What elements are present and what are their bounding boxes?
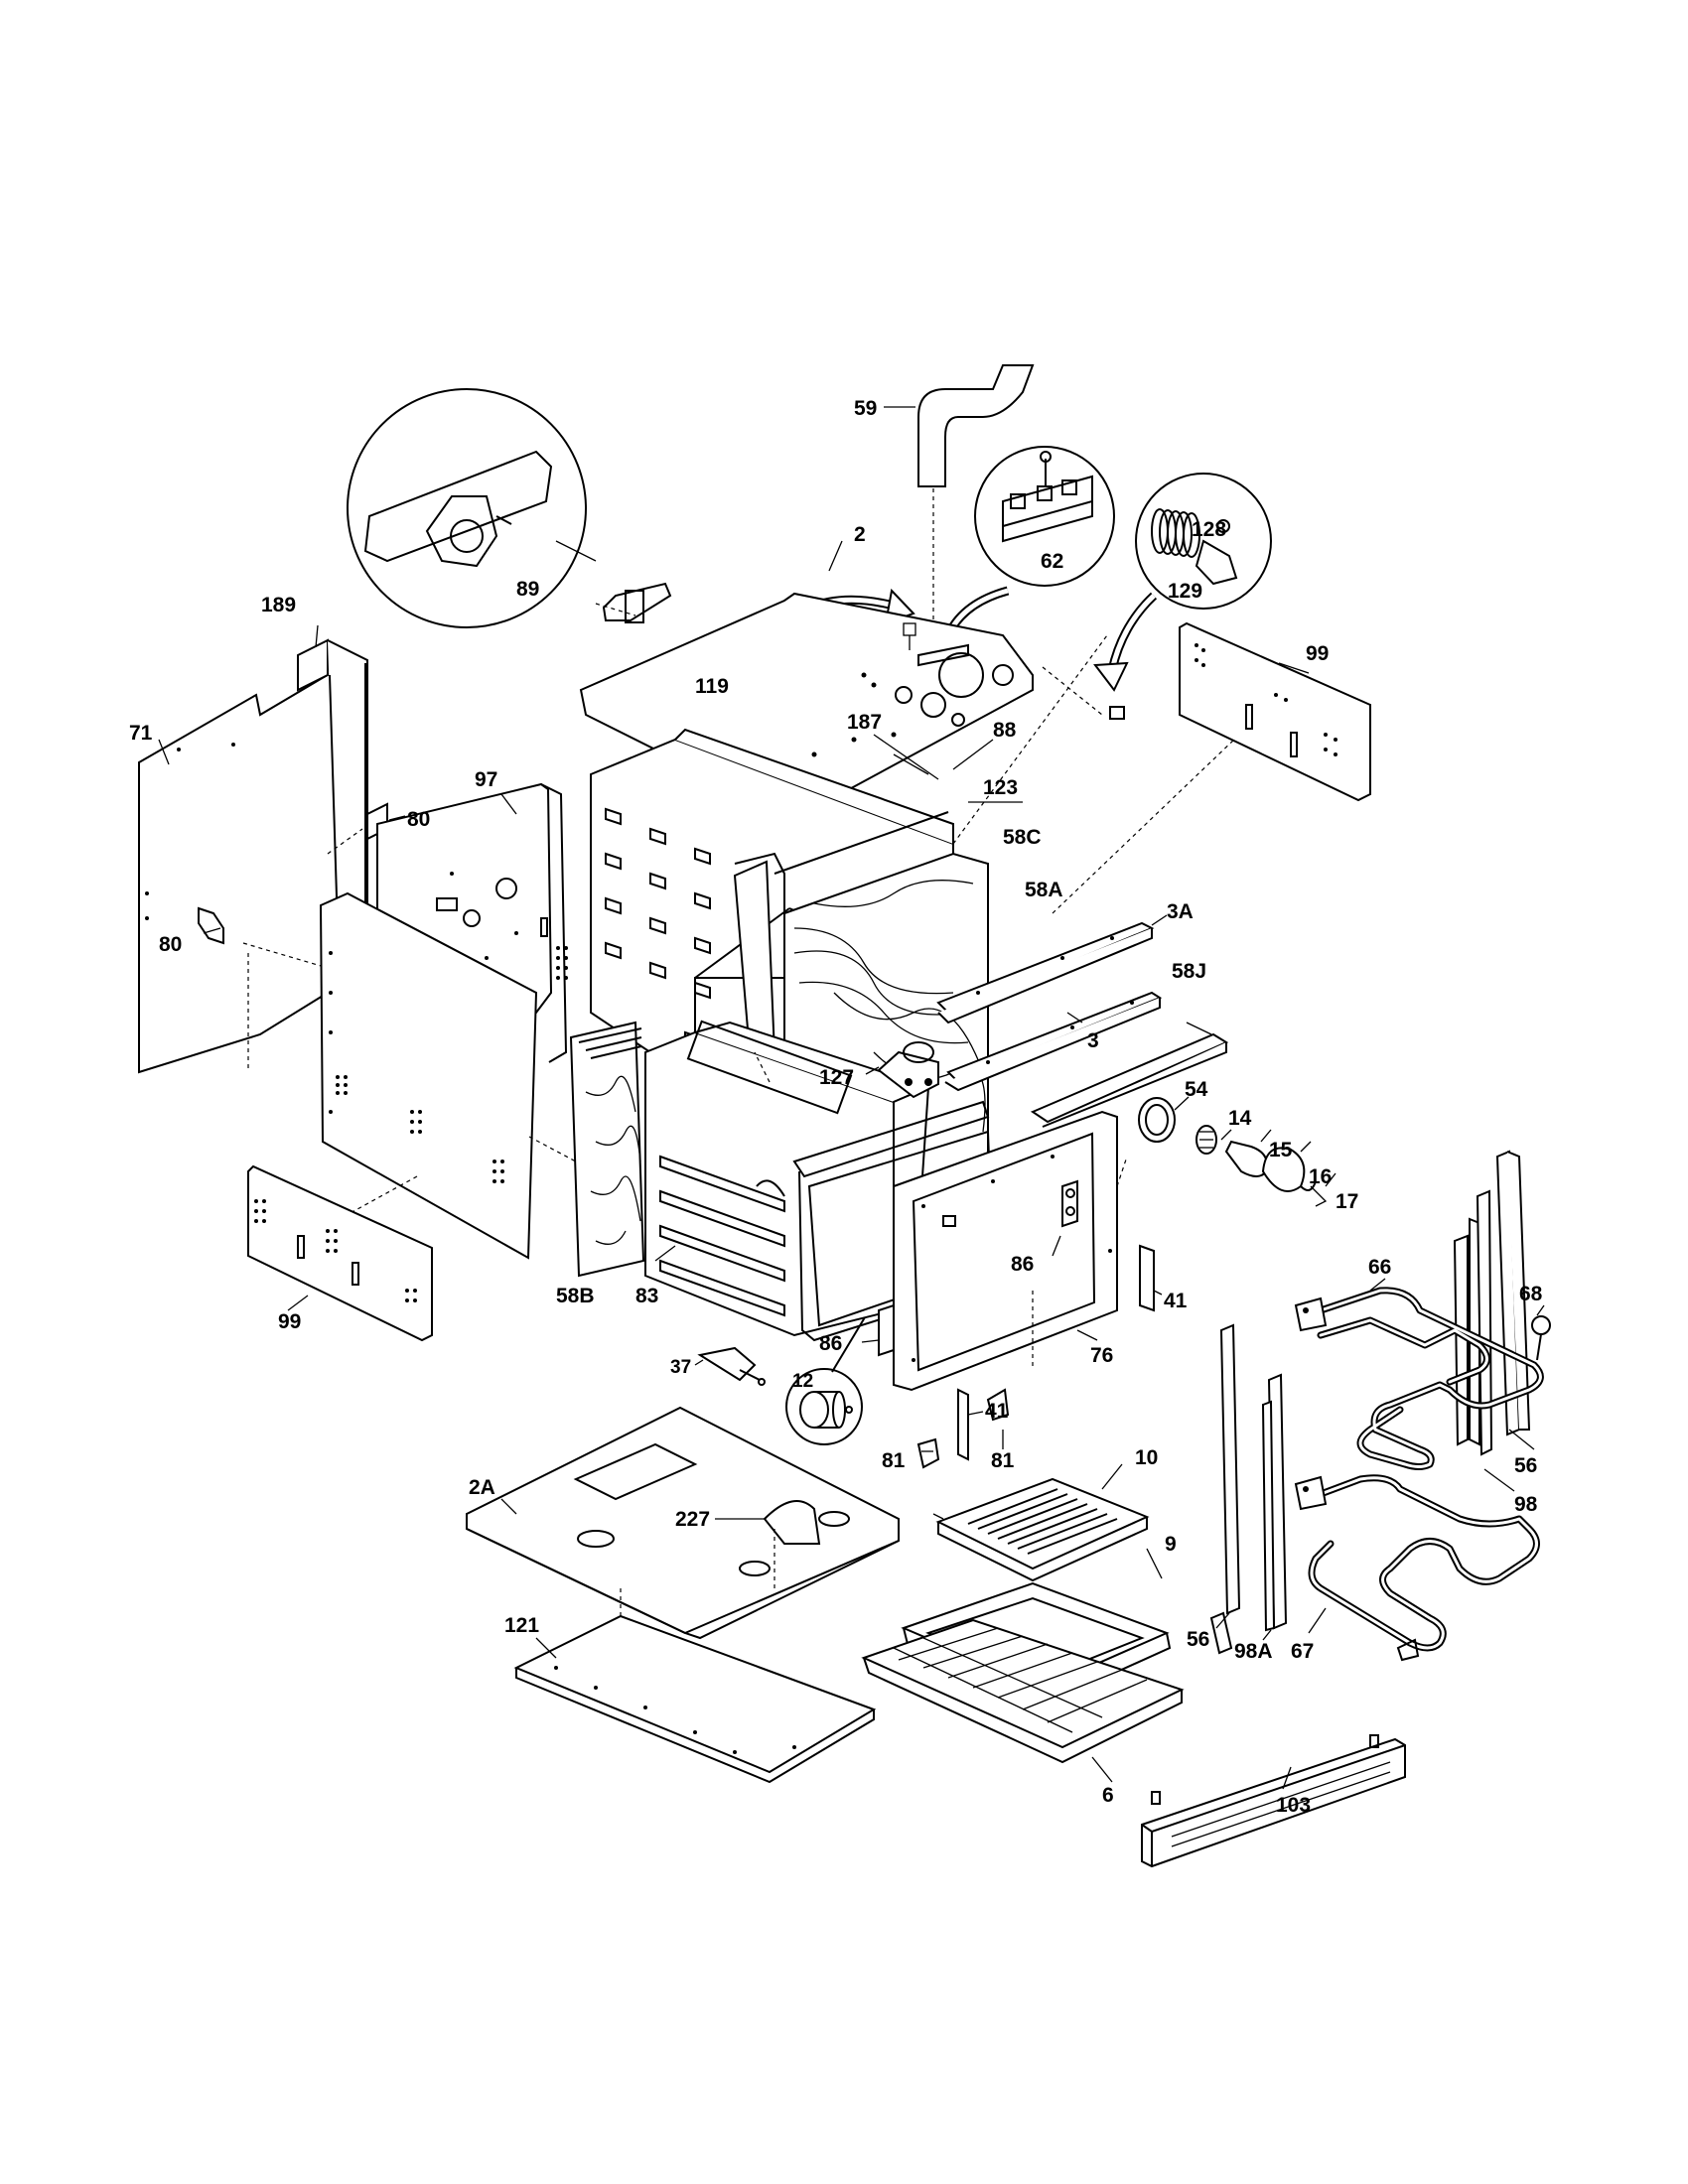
callout-129: 129 (1168, 580, 1202, 603)
side-trim-strips (1209, 1150, 1535, 1655)
callout-59: 59 (854, 397, 877, 420)
callout-2: 2 (854, 523, 866, 546)
callout-58J: 58J (1172, 960, 1206, 983)
bottom-panel (466, 1406, 900, 1640)
callout-88: 88 (993, 719, 1017, 742)
callout-66: 66 (1368, 1256, 1391, 1279)
outer-wrapper-box (590, 634, 1108, 1114)
callout-68: 68 (1519, 1283, 1543, 1305)
callout-80-top: 80 (407, 808, 430, 831)
temperature-sensor (694, 1346, 766, 1386)
callout-3A: 3A (1167, 900, 1194, 923)
callout-128: 128 (1192, 518, 1226, 541)
callout-41-right: 41 (1164, 1290, 1188, 1312)
callout-81-left: 81 (882, 1449, 906, 1472)
callout-56-lower: 56 (1187, 1628, 1209, 1651)
callout-56-right: 56 (1514, 1454, 1537, 1477)
callout-58C: 58C (1003, 826, 1042, 849)
mounting-bracket (203, 624, 406, 1072)
callout-123: 123 (983, 776, 1018, 799)
callout-labels: 59 2 62 128 129 89 189 119 187 88 99 71 … (129, 397, 1543, 1817)
callout-103: 103 (1276, 1794, 1311, 1817)
callout-12: 12 (792, 1371, 813, 1392)
callout-76: 76 (1090, 1344, 1113, 1367)
broiler-grid (935, 1463, 1150, 1582)
callout-17: 17 (1336, 1190, 1358, 1213)
callout-97: 97 (475, 768, 497, 791)
callout-189: 189 (261, 594, 296, 616)
callout-127: 127 (819, 1066, 854, 1089)
callout-62: 62 (1041, 550, 1063, 573)
callout-86-left: 86 (819, 1332, 842, 1355)
element-hook (1531, 1304, 1551, 1361)
callout-6: 6 (1102, 1784, 1114, 1807)
callout-16: 16 (1309, 1165, 1332, 1188)
element-center-part (865, 1041, 939, 1099)
callout-99-top: 99 (1306, 642, 1329, 665)
door-hinges (861, 1235, 1163, 1469)
callout-58B: 58B (556, 1285, 595, 1307)
callout-98: 98 (1514, 1493, 1538, 1516)
callout-98A: 98A (1234, 1640, 1273, 1663)
callout-67: 67 (1291, 1640, 1314, 1663)
callout-10: 10 (1135, 1446, 1158, 1469)
broil-element (1294, 1278, 1544, 1470)
callout-58A: 58A (1025, 879, 1063, 901)
callout-121: 121 (504, 1614, 539, 1637)
callout-14: 14 (1228, 1107, 1252, 1130)
callout-99-bottom: 99 (278, 1310, 301, 1333)
callout-41-left: 41 (985, 1400, 1009, 1423)
oven-rack (861, 1618, 1185, 1783)
callout-89: 89 (516, 578, 539, 601)
leader-lines-top (595, 540, 1237, 914)
back-panel-left (247, 1164, 433, 1342)
callout-227: 227 (675, 1508, 710, 1531)
bottom-pan (513, 1588, 877, 1784)
insulation-side-pad (569, 1021, 645, 1278)
callout-119: 119 (695, 675, 729, 698)
callout-86-right: 86 (1011, 1253, 1034, 1276)
lamp-assembly (1138, 1096, 1336, 1207)
detail-circle-lamp-socket (1135, 473, 1272, 610)
callout-83: 83 (635, 1285, 658, 1307)
callout-15: 15 (1269, 1139, 1293, 1161)
callout-71: 71 (129, 722, 153, 745)
oven-rails (936, 914, 1229, 1128)
vent-trim (1141, 1734, 1406, 1868)
callout-2A: 2A (469, 1476, 495, 1499)
callout-187: 187 (847, 711, 882, 734)
side-wall-panel (317, 891, 605, 1260)
detail-circle-latch (347, 388, 672, 628)
detail-circle-terminal-block (974, 446, 1115, 587)
callout-81-right: 81 (991, 1449, 1015, 1472)
callout-37: 37 (670, 1357, 691, 1378)
detail-circle-sensor (785, 1368, 863, 1445)
callout-80-left: 80 (159, 933, 182, 956)
callout-54: 54 (1185, 1078, 1208, 1101)
bake-element (1294, 1474, 1540, 1662)
back-panel-right (1179, 621, 1371, 802)
door-frame (893, 1110, 1128, 1392)
callout-3: 3 (1087, 1029, 1099, 1052)
callout-9: 9 (1165, 1533, 1177, 1556)
hose-part (884, 364, 1035, 645)
